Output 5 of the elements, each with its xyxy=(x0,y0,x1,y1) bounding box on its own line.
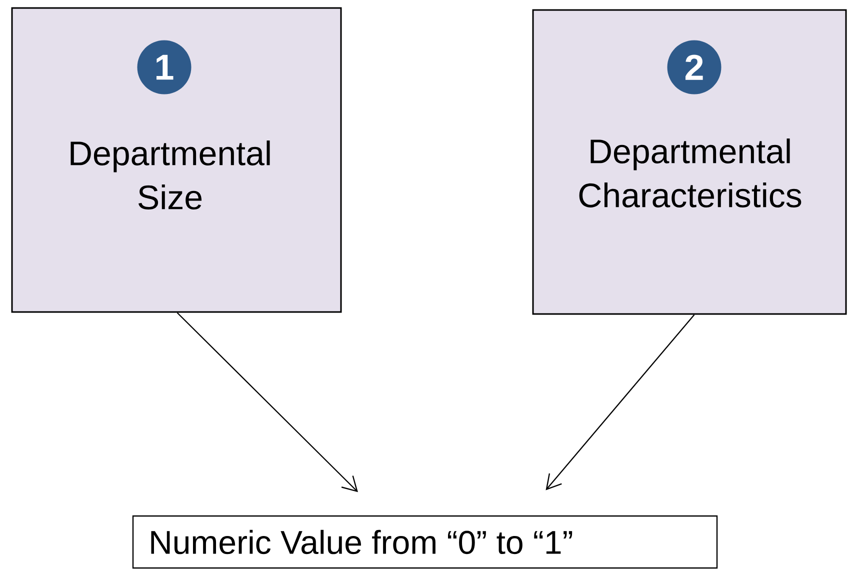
arrow xyxy=(546,314,695,490)
number-badge: 2 xyxy=(667,40,722,94)
arrow xyxy=(176,312,358,492)
number-badge: 1 xyxy=(137,40,192,94)
result-box: Numeric Value from “0” to “1” xyxy=(132,515,718,569)
